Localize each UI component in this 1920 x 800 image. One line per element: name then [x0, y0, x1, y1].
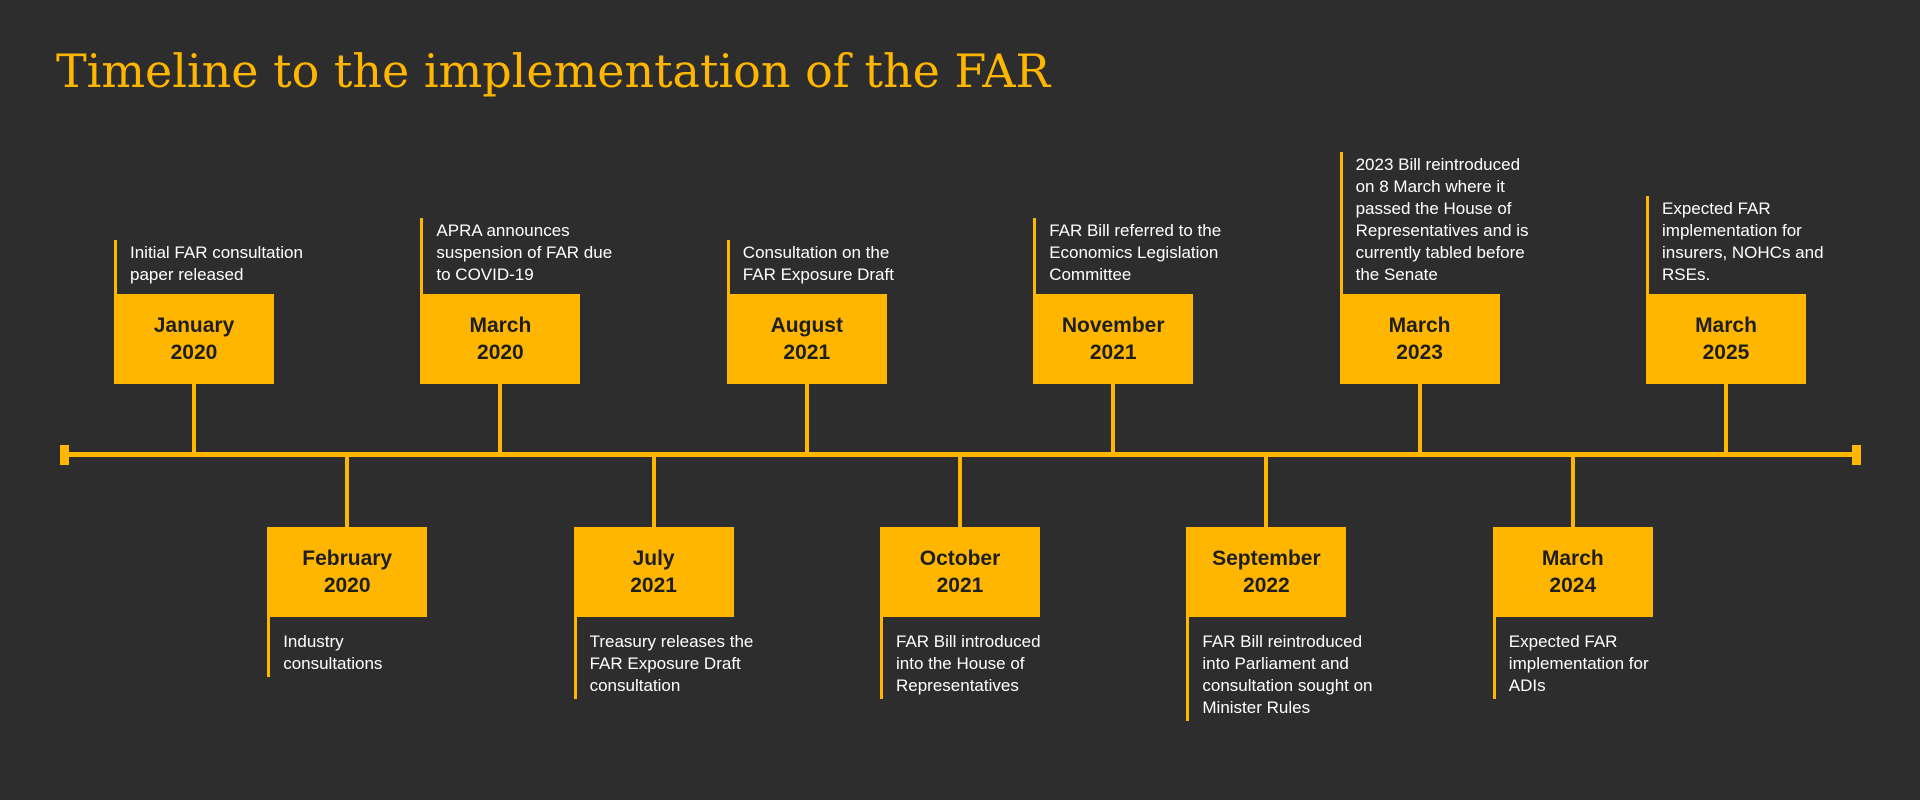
event-connector [1417, 384, 1422, 452]
timeline-end-cap [1852, 445, 1861, 465]
event-description: Expected FAR implementation for insurers… [1662, 199, 1824, 284]
timeline-start-cap [60, 445, 69, 465]
event-description: Industry consultations [283, 632, 383, 673]
event-marker-bar [1186, 617, 1190, 721]
event-marker-bar [114, 240, 117, 294]
event-connector [651, 457, 656, 527]
event-connector [1111, 384, 1116, 452]
event-marker-bar [880, 617, 883, 699]
event-description: FAR Bill referred to the Economics Legis… [1049, 221, 1222, 284]
event-marker-bar [1339, 152, 1343, 294]
event-description: Consultation on the FAR Exposure Draft [742, 243, 894, 284]
event-description: FAR Bill introduced into the House of Re… [896, 632, 1041, 695]
event-marker-bar [726, 240, 730, 294]
event-description: Expected FAR implementation for ADIs [1508, 632, 1649, 695]
event-connector [804, 384, 809, 452]
event-connector [345, 457, 350, 527]
event-marker-bar [1646, 196, 1649, 294]
event-marker-bar [420, 218, 424, 294]
event-description: APRA announces suspension of FAR due to … [436, 221, 613, 284]
event-connector [1724, 384, 1728, 452]
event-description: Treasury releases the FAR Exposure Draft… [589, 632, 754, 695]
event-marker-bar [573, 617, 577, 699]
event-connector [192, 384, 196, 452]
event-description: FAR Bill reintroduced into Parliament an… [1202, 632, 1373, 717]
event-description: Initial FAR consultation paper released [130, 243, 303, 284]
event-marker-bar [1492, 617, 1496, 699]
event-marker-bar [267, 617, 271, 677]
event-marker-bar [1033, 218, 1037, 294]
event-connector [498, 384, 503, 452]
page-title: Timeline to the implementation of the FA… [56, 44, 1051, 98]
timeline-axis [60, 452, 1860, 457]
event-description: 2023 Bill reintroduced on 8 March where … [1355, 155, 1529, 284]
event-connector [958, 457, 962, 527]
event-connector [1264, 457, 1269, 527]
event-connector [1570, 457, 1575, 527]
